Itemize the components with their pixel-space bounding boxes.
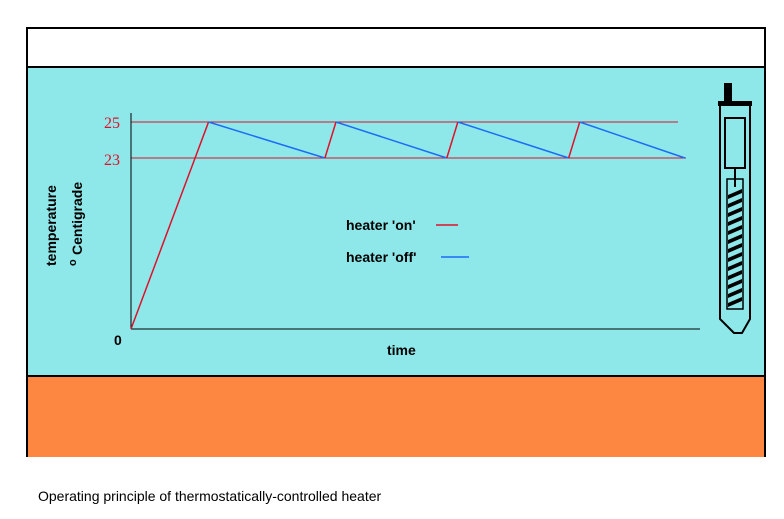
heater-on-segment [130, 121, 210, 330]
legend-label-on: heater 'on' [346, 217, 416, 233]
heater-on-segment [446, 121, 459, 159]
coil-winding [728, 234, 742, 244]
heater-off-segment [208, 121, 326, 159]
heater-top-cap [718, 101, 752, 106]
y-origin-label: 0 [114, 332, 122, 348]
coil-winding [728, 270, 742, 280]
element-housing [726, 178, 744, 310]
y-axis-label-centigrade: Centigrade [69, 182, 85, 255]
coil-winding [728, 288, 742, 298]
diagram-caption: Operating principle of thermostatically-… [38, 488, 382, 504]
heater-off-segment [579, 121, 686, 159]
temperature-diagram: 25 23 0 temperature o Centigrade time he… [43, 83, 752, 358]
coil-winding [728, 207, 742, 217]
legend-label-off: heater 'off' [346, 249, 416, 265]
base-region [28, 375, 764, 457]
heater-off-segment [457, 121, 569, 159]
y-tick-label-23: 23 [104, 152, 120, 169]
coil-winding [728, 189, 742, 199]
diagram-frame: 25 23 0 temperature o Centigrade time he… [26, 27, 766, 457]
coil-winding [728, 216, 742, 226]
heating-coil [728, 189, 742, 307]
heater-on-segment [324, 121, 337, 159]
coil-winding [728, 198, 742, 208]
coil-winding [728, 225, 742, 235]
coil-winding [728, 297, 742, 307]
water-region [28, 66, 764, 375]
heater-illustration [718, 83, 752, 334]
heater-on-segment [567, 121, 581, 159]
x-axis-label: time [387, 342, 416, 358]
y-axis-label-temperature: temperature [43, 185, 59, 266]
thermostat-box [724, 117, 746, 169]
heater-off-segment [335, 121, 448, 159]
coil-winding [728, 261, 742, 271]
coil-winding [728, 252, 742, 262]
y-axis-label-degree: o [67, 259, 79, 266]
coil-winding [728, 243, 742, 253]
coil-winding [728, 279, 742, 289]
temperature-series [130, 121, 686, 330]
y-tick-label-25: 25 [104, 115, 120, 132]
heater-cable [724, 83, 732, 101]
